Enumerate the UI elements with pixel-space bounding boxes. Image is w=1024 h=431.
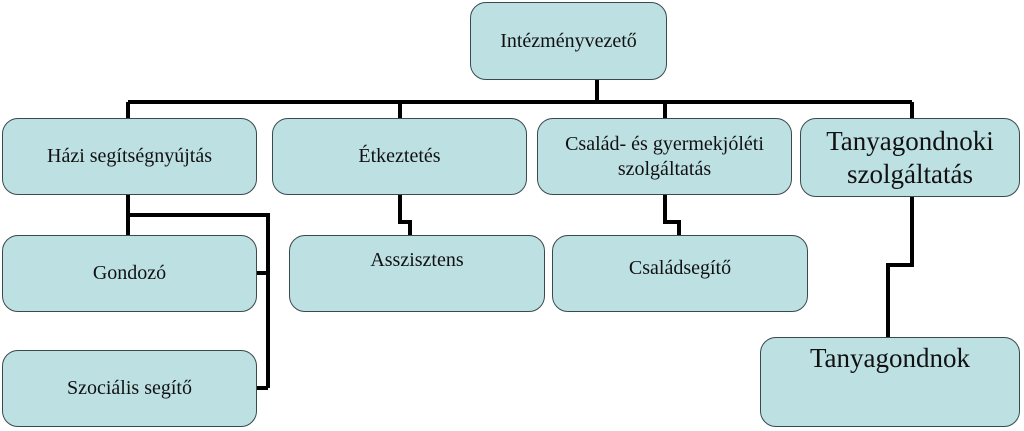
node-tanyagondnoki-szolgaltatas: Tanyagondnoki szolgáltatás: [800, 118, 1020, 197]
node-label: Házi segítségnyújtás: [47, 145, 212, 167]
node-tanyagondnok: Tanyagondnok: [760, 337, 1020, 427]
node-label: Intézményvezető: [500, 29, 637, 52]
node-label: Tanyagondnok: [809, 343, 971, 373]
connector-tanya: [886, 197, 914, 337]
connector-hazi: [126, 195, 270, 390]
connector-etkeztetes: [398, 195, 412, 235]
node-csalad-gyermekjoleti: Család- és gyermekjóléti szolgáltatás: [537, 118, 792, 195]
node-asszisztens: Asszisztens: [289, 235, 545, 312]
node-label: Családsegítő: [628, 257, 732, 279]
node-gondozo: Gondozó: [2, 235, 257, 312]
connector-root: [126, 80, 914, 118]
node-label: Szociális segítő: [67, 377, 192, 399]
node-intezmenyvezeto: Intézményvezető: [470, 2, 667, 80]
node-etkeztetes: Étkeztetés: [272, 118, 527, 195]
connector-csalad: [663, 195, 681, 235]
node-label: Tanyagondnoki szolgáltatás: [826, 125, 994, 189]
node-label: Asszisztens: [370, 249, 464, 271]
node-szocialis-segito: Szociális segítő: [2, 350, 257, 427]
node-label: Étkeztetés: [358, 145, 441, 167]
node-label: Gondozó: [92, 262, 167, 284]
node-hazi-segitsegnyujtas: Házi segítségnyújtás: [2, 118, 257, 195]
node-label: Család- és gyermekjóléti szolgáltatás: [565, 132, 764, 180]
node-csaladsegito: Családsegítő: [552, 235, 808, 312]
